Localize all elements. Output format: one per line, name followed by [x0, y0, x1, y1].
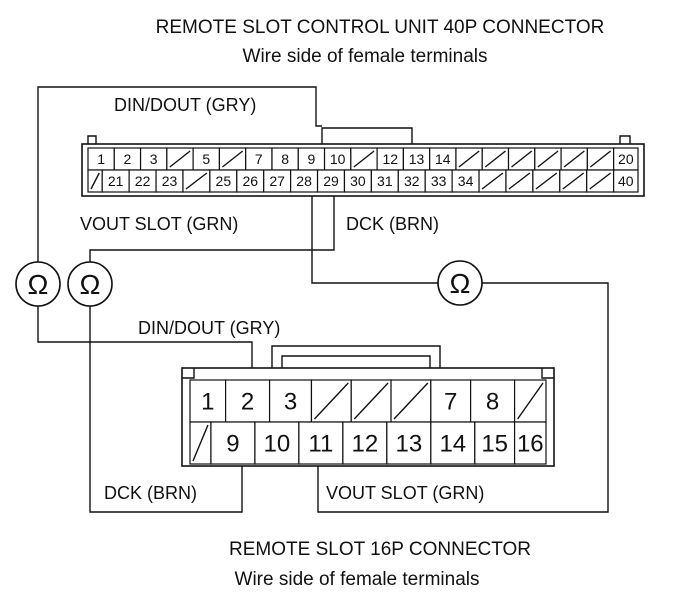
top-pin-label: 34 — [458, 173, 474, 189]
top-pin-label: 1 — [97, 151, 105, 167]
top-empty-slash — [508, 172, 531, 190]
top-empty-slash — [589, 172, 612, 190]
top-empty-slash — [481, 172, 504, 190]
bottom-pin-label: 14 — [439, 431, 466, 458]
top-empty-slash — [562, 172, 585, 190]
top-empty-slash — [185, 172, 208, 190]
top-empty-slash — [353, 150, 375, 168]
top-pin-label: 26 — [242, 173, 258, 189]
ohmmeter-din-dout: Ω — [15, 261, 61, 307]
bottom-pin-label: 7 — [444, 389, 457, 416]
top-pin-label: 22 — [135, 173, 151, 189]
top-empty-slash — [589, 150, 612, 168]
top-vout-slot-label: VOUT SLOT (GRN) — [80, 214, 238, 234]
bottom-empty-slash — [517, 382, 544, 420]
top-pin-label: 25 — [216, 173, 232, 189]
top-pin-label: 14 — [435, 151, 451, 167]
bottom-cell — [298, 421, 344, 465]
wire-vout-top — [311, 196, 438, 284]
bottom-pin-label: 2 — [241, 389, 254, 416]
top-pin-label: 8 — [281, 151, 289, 167]
top-empty-slash — [511, 150, 533, 168]
ohm-symbol: Ω — [28, 269, 49, 300]
bottom-empty-slash — [192, 424, 209, 462]
top-pin-label: 12 — [382, 151, 398, 167]
bottom-pin-label: 12 — [352, 431, 379, 458]
bottom-connector-subtitle: Wire side of female terminals — [235, 569, 480, 590]
top-pin-label: 9 — [308, 151, 316, 167]
bottom-pin-label: 10 — [264, 431, 291, 458]
ohmmeter-dck: Ω — [67, 261, 113, 307]
bottom-empty-slash — [313, 382, 349, 420]
bottom-pin-label: 13 — [395, 431, 422, 458]
top-pin-label: 20 — [618, 151, 634, 167]
top-empty-slash — [563, 150, 585, 168]
bottom-pin-label: 16 — [517, 431, 544, 458]
ohm-symbol: Ω — [80, 269, 101, 300]
bottom-dck-label: DCK (BRN) — [104, 483, 197, 503]
bottom-vout-slot-label: VOUT SLOT (GRN) — [326, 483, 484, 503]
top-dck-label: DCK (BRN) — [346, 214, 439, 234]
top-pin-label: 28 — [296, 173, 312, 189]
wire-dck-top — [89, 196, 335, 262]
top-din-dout-label: DIN/DOUT (GRY) — [114, 95, 256, 115]
top-pin-label: 40 — [618, 173, 634, 189]
ohmmeter-icon — [67, 261, 113, 307]
top-pin-label: 33 — [431, 173, 447, 189]
top-pin-label: 27 — [269, 173, 285, 189]
top-pin-label: 21 — [108, 173, 124, 189]
top-pin-label: 23 — [162, 173, 178, 189]
top-pin-label: 2 — [124, 151, 132, 167]
top-empty-slash — [484, 150, 506, 168]
wire-vout-bottom — [317, 282, 609, 513]
top-pin-label: 3 — [150, 151, 158, 167]
bottom-empty-slash — [353, 382, 389, 420]
bottom-cell — [430, 421, 476, 465]
top-connector-subtitle: Wire side of female terminals — [243, 46, 488, 67]
wire-dck-bottom — [89, 306, 243, 513]
bottom-connector-title: REMOTE SLOT 16P CONNECTOR — [229, 539, 531, 560]
top-cell — [613, 169, 639, 193]
bottom-pin-label: 8 — [486, 389, 499, 416]
ohmmeter-vout: Ω — [437, 260, 483, 306]
bottom-pin-label: 11 — [308, 431, 333, 458]
top-empty-slash — [221, 150, 244, 168]
bottom-empty-slash — [393, 382, 429, 420]
top-empty-slash — [169, 150, 191, 168]
bottom-pin-label: 3 — [284, 389, 297, 416]
bottom-cell — [513, 421, 547, 465]
ohmmeter-icon — [15, 261, 61, 307]
bottom-cell — [210, 421, 256, 465]
wire-din-dout-top — [37, 86, 322, 262]
top-pin-label: 31 — [377, 173, 393, 189]
bottom-pin-label: 9 — [226, 431, 239, 458]
wire-din-dout-bottom — [37, 306, 253, 368]
bottom-cell — [386, 421, 432, 465]
ohm-symbol: Ω — [450, 268, 471, 299]
top-connector-title: REMOTE SLOT CONTROL UNIT 40P CONNECTOR — [156, 17, 605, 38]
top-empty-slash — [458, 150, 480, 168]
top-empty-slash — [535, 172, 558, 190]
top-pin-label: 5 — [202, 151, 210, 167]
top-pin-label: 13 — [409, 151, 425, 167]
top-pin-label: 30 — [350, 173, 366, 189]
top-pin-label: 32 — [404, 173, 420, 189]
top-empty-slash — [537, 150, 559, 168]
top-pin-label: 10 — [330, 151, 346, 167]
top-pin-label: 29 — [323, 173, 339, 189]
top-empty-slash — [90, 172, 100, 190]
bottom-pin-label: 1 — [201, 389, 214, 416]
probe-wires — [37, 86, 609, 513]
bottom-din-dout-label: DIN/DOUT (GRY) — [138, 318, 280, 338]
bottom-cell — [189, 379, 227, 423]
bottom-cell — [268, 379, 313, 423]
top-pin-label: 7 — [255, 151, 263, 167]
bottom-pin-label: 15 — [481, 431, 508, 458]
ohmmeter-icon — [437, 260, 483, 306]
